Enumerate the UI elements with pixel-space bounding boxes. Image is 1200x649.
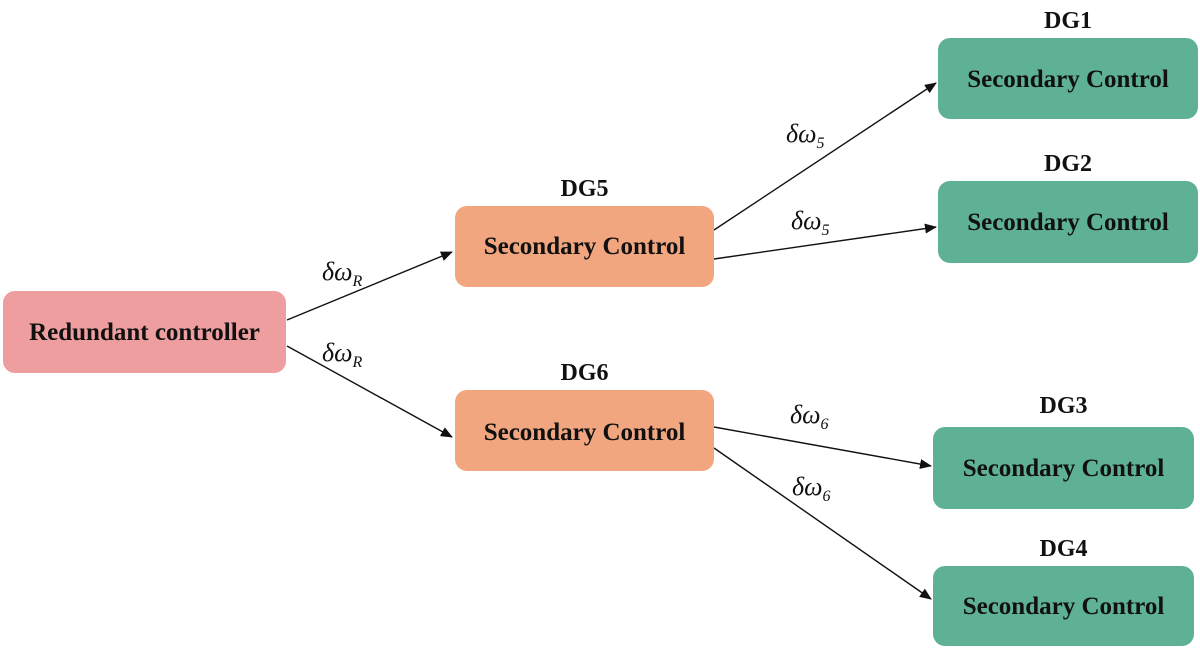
edge-redundant-to-dg5 bbox=[286, 251, 453, 321]
node-dg2-title: DG2 bbox=[1044, 151, 1092, 177]
edge-labels: δωR δωR δω5 δω5 δω6 δω6 bbox=[322, 119, 830, 505]
node-dg5-box bbox=[455, 206, 714, 287]
node-dg4-title: DG4 bbox=[1040, 536, 1088, 562]
node-dg2: DG2 Secondary Control bbox=[938, 151, 1198, 263]
node-dg3-title: DG3 bbox=[1040, 393, 1088, 419]
node-dg5-label: Secondary Control bbox=[484, 233, 686, 260]
node-dg2-box bbox=[938, 181, 1198, 263]
node-dg1: DG1 Secondary Control bbox=[938, 8, 1198, 119]
edge-redundant-to-dg6 bbox=[286, 345, 453, 438]
edge-label-redundant-to-dg5: δωR bbox=[322, 257, 362, 290]
edge-label-dg6-to-dg4: δω6 bbox=[792, 472, 830, 505]
node-redundant-controller: Redundant controller bbox=[3, 291, 286, 373]
node-redundant-controller-label: Redundant controller bbox=[29, 319, 260, 346]
node-dg1-box bbox=[938, 38, 1198, 119]
node-dg1-label: Secondary Control bbox=[967, 66, 1169, 93]
node-dg1-title: DG1 bbox=[1044, 8, 1092, 34]
edge-dg5-to-dg2 bbox=[713, 223, 937, 260]
node-dg5-title: DG5 bbox=[561, 176, 609, 202]
node-dg6-box bbox=[455, 390, 714, 471]
edge-dg6-to-dg3 bbox=[713, 426, 932, 469]
node-dg4-label: Secondary Control bbox=[963, 593, 1165, 620]
edge-label-redundant-to-dg6: δωR bbox=[322, 338, 362, 371]
edges bbox=[286, 82, 937, 600]
node-dg6: DG6 Secondary Control bbox=[455, 360, 714, 471]
node-dg3: DG3 Secondary Control bbox=[933, 393, 1194, 509]
node-dg5: DG5 Secondary Control bbox=[455, 176, 714, 287]
edge-label-dg5-to-dg2: δω5 bbox=[791, 206, 829, 239]
node-dg3-box bbox=[933, 427, 1194, 509]
edge-label-dg6-to-dg3: δω6 bbox=[790, 400, 828, 433]
node-dg2-label: Secondary Control bbox=[967, 209, 1169, 236]
node-dg6-label: Secondary Control bbox=[484, 419, 686, 446]
edge-label-dg5-to-dg1: δω5 bbox=[786, 119, 824, 152]
edge-dg6-to-dg4 bbox=[713, 447, 932, 600]
node-dg4: DG4 Secondary Control bbox=[933, 536, 1194, 646]
node-dg3-label: Secondary Control bbox=[963, 455, 1165, 482]
node-dg4-box bbox=[933, 566, 1194, 646]
edge-dg5-to-dg1 bbox=[713, 82, 937, 231]
node-dg6-title: DG6 bbox=[561, 360, 609, 386]
node-redundant-controller-box bbox=[3, 291, 286, 373]
